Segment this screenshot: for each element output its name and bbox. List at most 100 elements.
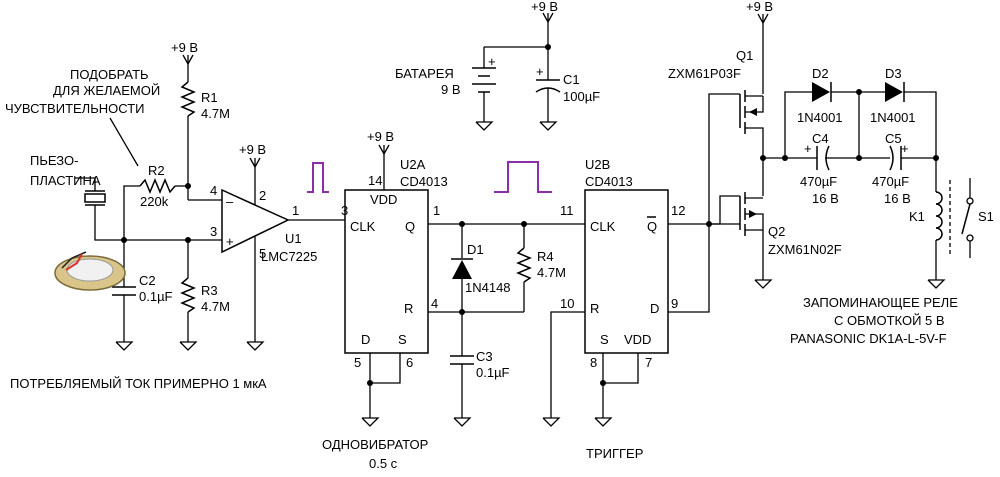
- ground-symbol: [246, 341, 265, 351]
- c1-ref: C1: [563, 72, 580, 87]
- oneshot-label-line2: 0.5 с: [369, 456, 398, 471]
- q2-part: ZXM61N02F: [768, 242, 842, 257]
- u1-pin-out: 1: [292, 203, 299, 218]
- u2a-pin-r: 4: [431, 296, 438, 311]
- ground-symbol: [115, 341, 134, 351]
- supply-arrow: [182, 54, 194, 66]
- sensitivity-note-line2: ДЛЯ ЖЕЛАЕМОЙ: [53, 83, 160, 98]
- ground-symbol: [361, 417, 380, 427]
- u2b-clk-label: CLK: [590, 219, 616, 234]
- piezo-input-network: R2 220k C2 0.1µF R3 4.7M: [75, 163, 230, 351]
- u2a-pin-d: 5: [354, 355, 361, 370]
- mosfet-output-stage: +9 В Q1 ZXM61P03F Q2 ZXM61N02F: [668, 0, 842, 289]
- ground-symbol: [539, 121, 558, 131]
- u2b-vdd-label: VDD: [624, 332, 651, 347]
- supply-arrow: [249, 157, 261, 169]
- ground-symbol: [927, 279, 946, 289]
- u1-supply-label: +9 В: [239, 142, 266, 157]
- u2a-ref: U2A: [400, 157, 426, 172]
- u2b-body: [584, 189, 669, 354]
- c5-ref: C5: [885, 131, 902, 146]
- u2a-vdd-label: VDD: [370, 192, 397, 207]
- q2-ref: Q2: [768, 224, 785, 239]
- d3-ref: D3: [885, 66, 902, 81]
- k1-ref: K1: [909, 209, 925, 224]
- r1-value: 4.7M: [201, 106, 230, 121]
- c3-ref: C3: [476, 349, 493, 364]
- u2b-flipflop-block: CLK Q R D S VDD 11 12 10 9 8 7 U2B CD401…: [542, 93, 740, 427]
- d3-part: 1N4001: [870, 110, 916, 125]
- sensitivity-pointer: [109, 117, 139, 167]
- current-consumption-note: ПОТРЕБЛЯЕМЫЙ ТОК ПРИМЕРНО 1 мкА: [10, 376, 267, 391]
- ground-symbol: [594, 417, 613, 427]
- oneshot-timing-network: D1 1N4148 R4 4.7M C3 0.1µF: [428, 221, 585, 427]
- piezo-label-line1: ПЬЕЗО-: [30, 153, 78, 168]
- u1-part: LMC7225: [261, 249, 317, 264]
- r4-resistor: [516, 247, 532, 283]
- u2a-pin-s: 6: [406, 355, 413, 370]
- pulse-marker-oneshot-output: [494, 161, 552, 193]
- relay-driver-network: D2 1N4001 D3 1N4001 + C4 470µF 16 В + C5…: [784, 66, 994, 289]
- relay-note-line2: С ОБМОТКОЙ 5 В: [834, 313, 945, 328]
- c1-plus-mark: +: [536, 64, 544, 79]
- c4-voltage: 16 В: [812, 191, 839, 206]
- d2-ref: D2: [812, 66, 829, 81]
- battery-label: БАТАРЕЯ: [395, 66, 454, 81]
- c5-voltage: 16 В: [884, 191, 911, 206]
- battery-supply-block: +9 В + БАТАРЕЯ 9 В + C1 100µF: [395, 0, 600, 131]
- c4-ref: C4: [812, 131, 829, 146]
- r2-resistor: [139, 178, 176, 194]
- u1-pin-in-minus: 4: [210, 183, 217, 198]
- u2a-clk-label: CLK: [350, 219, 376, 234]
- d1-diode: [452, 260, 472, 279]
- supply-rail-label: +9 В: [531, 0, 558, 14]
- u2b-pin-qbar: 12: [671, 203, 685, 218]
- c2-ref: C2: [139, 273, 156, 288]
- r4-value: 4.7M: [537, 265, 566, 280]
- pulse-marker-u1-output: [307, 162, 329, 193]
- r3-value: 4.7M: [201, 299, 230, 314]
- u2b-pin-clk: 11: [560, 203, 574, 218]
- ground-symbol: [754, 279, 773, 289]
- c2-value: 0.1µF: [139, 289, 173, 304]
- battery-plus-mark: +: [488, 54, 496, 69]
- battery-voltage: 9 В: [441, 82, 461, 97]
- u2a-body: [344, 189, 429, 354]
- u1-plus-mark: +: [226, 234, 234, 249]
- q1-ref: Q1: [736, 48, 753, 63]
- ground-symbol: [542, 417, 561, 427]
- sensitivity-note-line1: ПОДОБРАТЬ: [70, 67, 149, 82]
- u2b-d-label: D: [650, 301, 659, 316]
- u2b-part: CD4013: [585, 174, 633, 189]
- sensitivity-note-line3: ЧУВСТВИТЕЛЬНОСТИ: [5, 101, 145, 116]
- u2a-pin-vdd: 14: [368, 173, 382, 188]
- s1-switch-blade: [961, 203, 971, 235]
- u2a-pin-clk: 3: [341, 203, 348, 218]
- oneshot-label-line1: ОДНОВИБРАТОР: [322, 437, 428, 452]
- u2a-d-label: D: [361, 332, 370, 347]
- supply-arrow: [378, 144, 390, 156]
- relay-note-line1: ЗАПОМИНАЮЩЕЕ РЕЛЕ: [803, 295, 958, 310]
- r3-ref: R3: [201, 283, 218, 298]
- piezo-disc-core: [66, 258, 114, 282]
- c5-value: 470µF: [872, 174, 909, 189]
- u2a-s-label: S: [398, 332, 407, 347]
- piezo-disc-illustration: [54, 251, 126, 291]
- r3-resistor: [180, 277, 196, 313]
- c1-value: 100µF: [563, 89, 600, 104]
- u2b-ref: U2B: [585, 157, 610, 172]
- q1-part: ZXM61P03F: [668, 66, 741, 81]
- u1-minus-mark: –: [226, 194, 234, 209]
- s1-ref: S1: [978, 209, 994, 224]
- u2b-pin-d: 9: [671, 296, 678, 311]
- u2a-r-label: R: [404, 301, 413, 316]
- c5-plate-left: [889, 145, 894, 171]
- r1-ref: R1: [201, 90, 218, 105]
- u2a-flipflop-block: 3 CLK Q R VDD D S +9 В 14 U2A CD4013 1 4…: [341, 129, 448, 427]
- c4-value: 470µF: [800, 174, 837, 189]
- u1-pin-vplus: 2: [259, 188, 266, 203]
- k1-relay-coil: [935, 191, 943, 241]
- u2b-r-label: R: [590, 301, 599, 316]
- c4-plus-mark: +: [804, 141, 812, 156]
- piezo-element-symbol: [84, 193, 106, 203]
